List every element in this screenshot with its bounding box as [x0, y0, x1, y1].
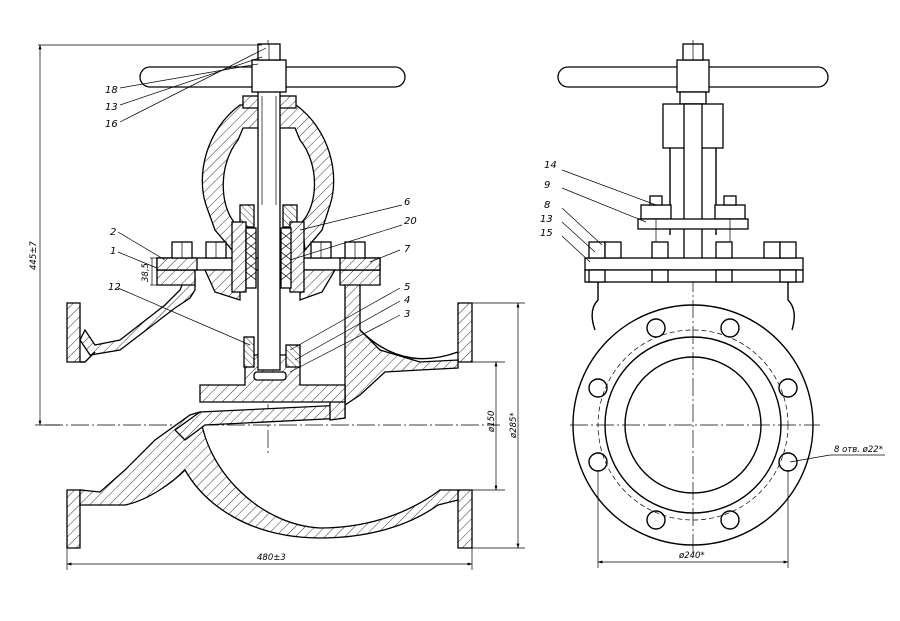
body-flange-right — [339, 269, 381, 286]
left-flange-top — [66, 302, 81, 363]
callout-4: 4 — [404, 295, 410, 306]
side-view: 14 9 8 13 15 8 отв. ø22* ø240* — [540, 40, 885, 568]
dim-height-text: 445±7 — [29, 241, 39, 270]
dimension-length — [66, 548, 473, 570]
dimension-bore — [472, 361, 505, 491]
side-gland-nut-right — [714, 204, 746, 220]
callout-13-side: 13 — [540, 214, 553, 225]
packing-rings — [245, 227, 292, 289]
dim-length-text: 480±3 — [257, 553, 286, 563]
bore-circle — [624, 356, 762, 494]
callout-9: 9 — [544, 180, 550, 191]
side-stem — [683, 103, 703, 260]
callout-6: 6 — [404, 197, 410, 208]
dim-bolt-circle-text: ø240* — [678, 551, 705, 561]
side-leader-lines — [561, 169, 885, 463]
callout-1: 1 — [110, 246, 116, 257]
right-flange-bottom — [457, 489, 473, 549]
callout-18: 18 — [105, 85, 118, 96]
body-bottom-wall — [79, 411, 459, 539]
right-flange-top — [457, 302, 473, 363]
side-gland-flange — [637, 218, 749, 230]
bonnet-flange-right-sec — [339, 257, 381, 271]
callout-5: 5 — [404, 282, 410, 293]
handwheel-hub — [251, 59, 287, 93]
callout-7: 7 — [404, 244, 411, 255]
left-flange-bottom — [66, 489, 81, 549]
callout-8: 8 — [544, 200, 550, 211]
right-body-curve — [359, 329, 459, 360]
leader-lines — [117, 47, 403, 373]
disc-washer — [253, 371, 287, 381]
side-neck — [591, 282, 795, 331]
stuffing-box-left — [231, 221, 247, 293]
valve-stem — [257, 89, 281, 371]
dimension-flange-thickness — [150, 257, 157, 286]
callout-16: 16 — [105, 119, 118, 130]
callout-3: 3 — [404, 309, 410, 320]
body-flange-left — [156, 269, 196, 286]
section-view: 18 13 16 6 20 2 7 1 12 5 4 3 445±7 38,5 … — [29, 40, 525, 570]
dimension-height — [35, 44, 262, 426]
dim-flange-text: 38,5 — [141, 263, 151, 282]
side-body-flange — [584, 269, 804, 283]
side-flange-nuts — [588, 241, 797, 283]
disc-nut-left — [243, 336, 255, 368]
body-upper-left-wall — [79, 277, 196, 356]
yoke-arch — [201, 104, 335, 252]
dim-flange-od-text: ø285* — [509, 412, 519, 439]
bonnet-lower-left — [203, 269, 241, 301]
callout-15: 15 — [540, 228, 553, 239]
dimension-flange-od — [472, 302, 525, 549]
dimension-bolt-circle — [597, 470, 789, 568]
callout-20: 20 — [404, 216, 417, 227]
callout-13: 13 — [105, 102, 118, 113]
stuffing-box-right — [289, 221, 305, 293]
callout-12: 12 — [108, 282, 121, 293]
callout-14: 14 — [544, 160, 557, 171]
bolt-circle — [597, 329, 789, 521]
raised-face — [604, 336, 782, 514]
bonnet-flange-left-sec — [156, 257, 198, 271]
side-bonnet-flange — [584, 257, 804, 271]
bonnet-lower-right — [299, 269, 337, 301]
disc-nut-right — [285, 344, 301, 368]
side-gland-nut-left — [640, 204, 672, 220]
dim-bore-text: ø150 — [487, 411, 497, 433]
callout-2: 2 — [110, 227, 116, 238]
body-upper-right-wall — [344, 279, 459, 407]
end-flange-outer — [572, 304, 814, 546]
side-wheel-hub — [676, 59, 710, 93]
bolt-holes — [588, 318, 798, 530]
holes-note: 8 отв. ø22* — [834, 445, 883, 455]
body-outline — [79, 351, 96, 493]
flange-bolts-left — [171, 241, 366, 259]
